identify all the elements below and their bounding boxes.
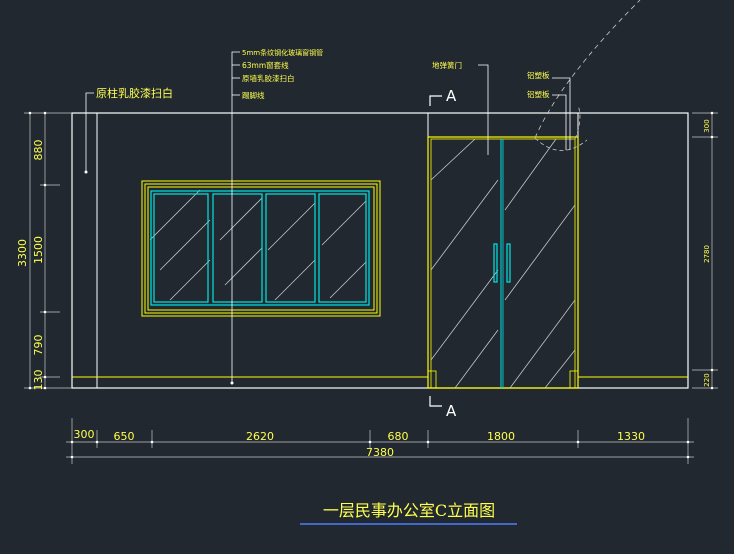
dim-bottom-4: 680 xyxy=(388,430,409,443)
dim-left-2: 1500 xyxy=(32,236,45,264)
window-note-4: 踢脚线 xyxy=(242,90,265,100)
window xyxy=(141,180,381,317)
dim-left-4: 130 xyxy=(32,370,45,391)
hardware-note-2: 铝塑板 xyxy=(527,89,550,99)
dim-bottom-2: 650 xyxy=(114,430,135,443)
window-note-2: 63mm窗套线 xyxy=(242,60,289,70)
dim-left-total: 3300 xyxy=(16,239,29,267)
window-note-3: 原墙乳胶漆扫白 xyxy=(242,73,295,83)
dim-right-2: 2780 xyxy=(703,245,711,263)
dim-left-1: 880 xyxy=(32,140,45,161)
hardware-note-1: 铝塑板 xyxy=(527,70,550,80)
door-handle-left xyxy=(493,243,498,283)
door-handle-right xyxy=(506,243,511,283)
drawing-title: 一层民事办公室C立面图 xyxy=(323,501,495,520)
door xyxy=(427,0,641,389)
door-note: 地弹簧门 xyxy=(432,60,462,70)
dim-right-1: 300 xyxy=(703,119,711,132)
dim-bottom-total: 7380 xyxy=(366,446,394,459)
dim-right-3: 220 xyxy=(703,373,711,386)
dim-bottom-3: 2620 xyxy=(246,430,274,443)
section-mark-bottom: A xyxy=(446,402,457,420)
wall-outline xyxy=(71,112,689,389)
column-note: 原柱乳胶漆扫白 xyxy=(96,86,173,100)
dim-bottom-1: 300 xyxy=(74,428,95,441)
dim-bottom-6: 1330 xyxy=(617,430,645,443)
dim-left-3: 790 xyxy=(32,335,45,356)
window-note-1: 5mm条纹钢化玻璃窗钢管 xyxy=(242,48,323,57)
dim-bottom-5: 1800 xyxy=(487,430,515,443)
section-mark-top: A xyxy=(446,87,457,105)
